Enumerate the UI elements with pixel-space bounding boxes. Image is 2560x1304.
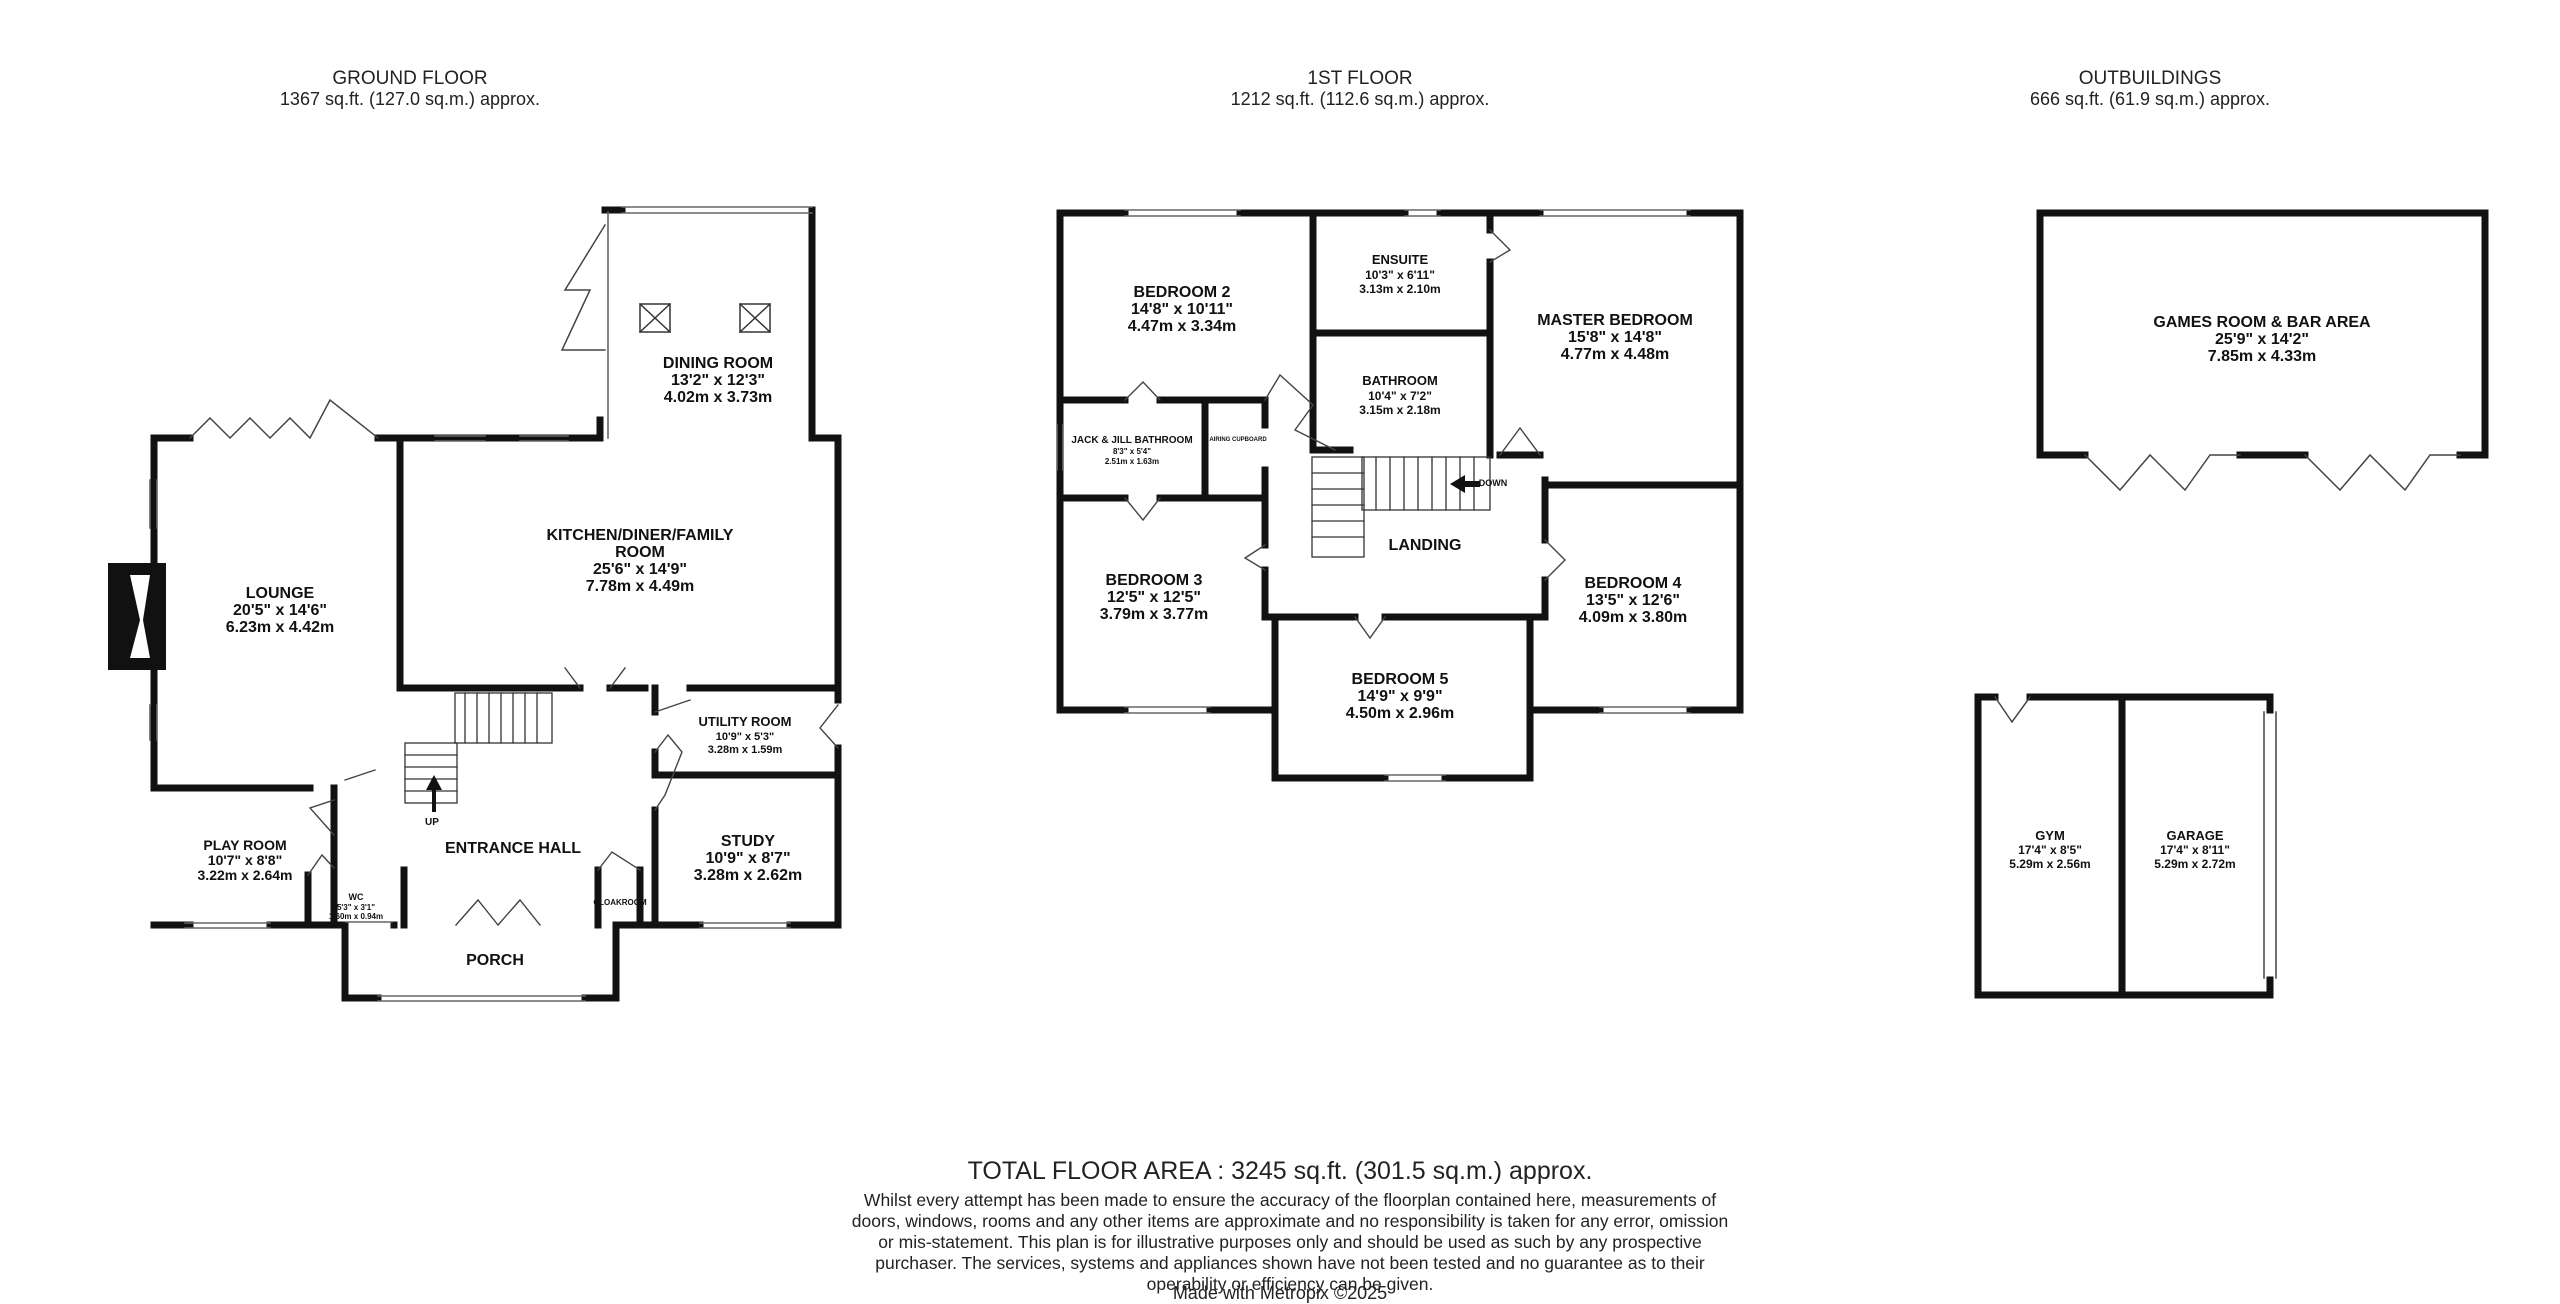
play-room-name: PLAY ROOM xyxy=(203,837,286,853)
wc-imperial: 5'3" x 3'1" xyxy=(337,903,375,912)
outbuildings-title: OUTBUILDINGS xyxy=(2078,68,2222,89)
first-floor-title: 1ST FLOOR xyxy=(1307,68,1413,89)
stairs-down-arrow-icon xyxy=(1450,475,1480,493)
roof-lantern-icon xyxy=(638,302,772,334)
bedroom-5-imperial: 14'9" x 9'9" xyxy=(1357,688,1442,705)
porch-name: PORCH xyxy=(466,952,524,969)
utility-room-name: UTILITY ROOM xyxy=(699,714,792,729)
lounge-name: LOUNGE xyxy=(246,585,315,602)
bedroom-2-metric: 4.47m x 3.34m xyxy=(1128,318,1237,335)
bedroom-4-name: BEDROOM 4 xyxy=(1585,575,1682,592)
stairs-up-arrow-icon xyxy=(426,775,442,812)
bedroom-4-metric: 4.09m x 3.80m xyxy=(1579,609,1688,626)
utility-room-imperial: 10'9" x 5'3" xyxy=(716,731,774,743)
master-bedroom-metric: 4.77m x 4.48m xyxy=(1561,346,1670,363)
wc-metric: 1.60m x 0.94m xyxy=(329,912,383,921)
bedroom-3-metric: 3.79m x 3.77m xyxy=(1100,606,1209,623)
ground-stairs xyxy=(404,692,553,804)
lounge-imperial: 20'5" x 14'6" xyxy=(233,602,327,619)
play-room-imperial: 10'7" x 8'8" xyxy=(208,852,282,868)
study-metric: 3.28m x 2.62m xyxy=(694,867,803,884)
stairs-up-label: UP xyxy=(425,817,439,828)
gym-name: GYM xyxy=(2035,828,2065,843)
made-with-credit: Made with Metropix ©2025 xyxy=(1172,1283,1388,1303)
games-room-imperial: 25'9" x 14'2" xyxy=(2215,331,2309,348)
dining-room-imperial: 13'2" x 12'3" xyxy=(671,372,765,389)
first-floor-stairs xyxy=(1311,456,1491,558)
ensuite-metric: 3.13m x 2.10m xyxy=(1359,282,1440,296)
study-name: STUDY xyxy=(721,833,776,850)
gym-metric: 5.29m x 2.56m xyxy=(2009,857,2090,871)
garage-metric: 5.29m x 2.72m xyxy=(2154,857,2235,871)
study-imperial: 10'9" x 8'7" xyxy=(705,850,790,867)
ensuite-imperial: 10'3" x 6'11" xyxy=(1365,268,1435,282)
ground-floor-title: GROUND FLOOR xyxy=(332,68,488,89)
kitchen-name-line1: KITCHEN/DINER/FAMILY xyxy=(547,527,734,544)
bedroom-2-name: BEDROOM 2 xyxy=(1134,284,1231,301)
dining-room-name: DINING ROOM xyxy=(663,355,773,372)
games-room-name: GAMES ROOM & BAR AREA xyxy=(2153,314,2371,331)
jack-jill-bathroom-name: JACK & JILL BATHROOM xyxy=(1071,435,1192,446)
entrance-hall-name: ENTRANCE HALL xyxy=(445,840,581,857)
utility-room-metric: 3.28m x 1.59m xyxy=(708,744,783,756)
bedroom-3-imperial: 12'5" x 12'5" xyxy=(1107,589,1201,606)
garage-imperial: 17'4" x 8'11" xyxy=(2160,843,2230,857)
jack-jill-bathroom-imperial: 8'3" x 5'4" xyxy=(1113,447,1151,456)
cloakroom-name: CLOAKROOM xyxy=(593,898,647,907)
play-room-metric: 3.22m x 2.64m xyxy=(198,867,293,883)
bedroom-5-metric: 4.50m x 2.96m xyxy=(1346,705,1455,722)
bedroom-3-name: BEDROOM 3 xyxy=(1106,572,1203,589)
bathroom-imperial: 10'4" x 7'2" xyxy=(1368,389,1432,403)
ground-floor-plan xyxy=(108,206,842,1002)
master-bedroom-name: MASTER BEDROOM xyxy=(1537,312,1693,329)
games-room-metric: 7.85m x 4.33m xyxy=(2208,348,2317,365)
bedroom-4-imperial: 13'5" x 12'6" xyxy=(1586,592,1680,609)
kitchen-metric: 7.78m x 4.49m xyxy=(586,578,695,595)
total-floor-area: TOTAL FLOOR AREA : 3245 sq.ft. (301.5 sq… xyxy=(967,1157,1593,1185)
bathroom-name: BATHROOM xyxy=(1362,373,1438,388)
stairs-down-label: DOWN xyxy=(1479,478,1508,488)
kitchen-name-line2: ROOM xyxy=(615,544,665,561)
bedroom-5-name: BEDROOM 5 xyxy=(1352,671,1449,688)
bedroom-2-imperial: 14'8" x 10'11" xyxy=(1131,301,1233,318)
gym-imperial: 17'4" x 8'5" xyxy=(2018,843,2082,857)
dining-room-metric: 4.02m x 3.73m xyxy=(664,389,773,406)
lounge-metric: 6.23m x 4.42m xyxy=(226,619,335,636)
landing-name: LANDING xyxy=(1389,537,1462,554)
wc-name: WC xyxy=(349,892,364,902)
jack-jill-bathroom-metric: 2.51m x 1.63m xyxy=(1105,457,1159,466)
garage-name: GARAGE xyxy=(2166,828,2223,843)
airing-cupboard-name: AIRING CUPBOARD xyxy=(1209,437,1267,443)
ensuite-name: ENSUITE xyxy=(1372,252,1429,267)
outbuildings-plan xyxy=(1974,209,2489,999)
first-floor-area: 1212 sq.ft. (112.6 sq.m.) approx. xyxy=(1230,89,1490,109)
bathroom-metric: 3.15m x 2.18m xyxy=(1359,403,1440,417)
outbuildings-area: 666 sq.ft. (61.9 sq.m.) approx. xyxy=(2029,89,2271,109)
disclaimer-text: Whilst every attempt has been made to en… xyxy=(851,1190,1729,1294)
first-floor-plan xyxy=(1056,209,1744,782)
kitchen-imperial: 25'6" x 14'9" xyxy=(593,561,687,578)
ground-floor-area: 1367 sq.ft. (127.0 sq.m.) approx. xyxy=(279,89,541,109)
master-bedroom-imperial: 15'8" x 14'8" xyxy=(1568,329,1662,346)
